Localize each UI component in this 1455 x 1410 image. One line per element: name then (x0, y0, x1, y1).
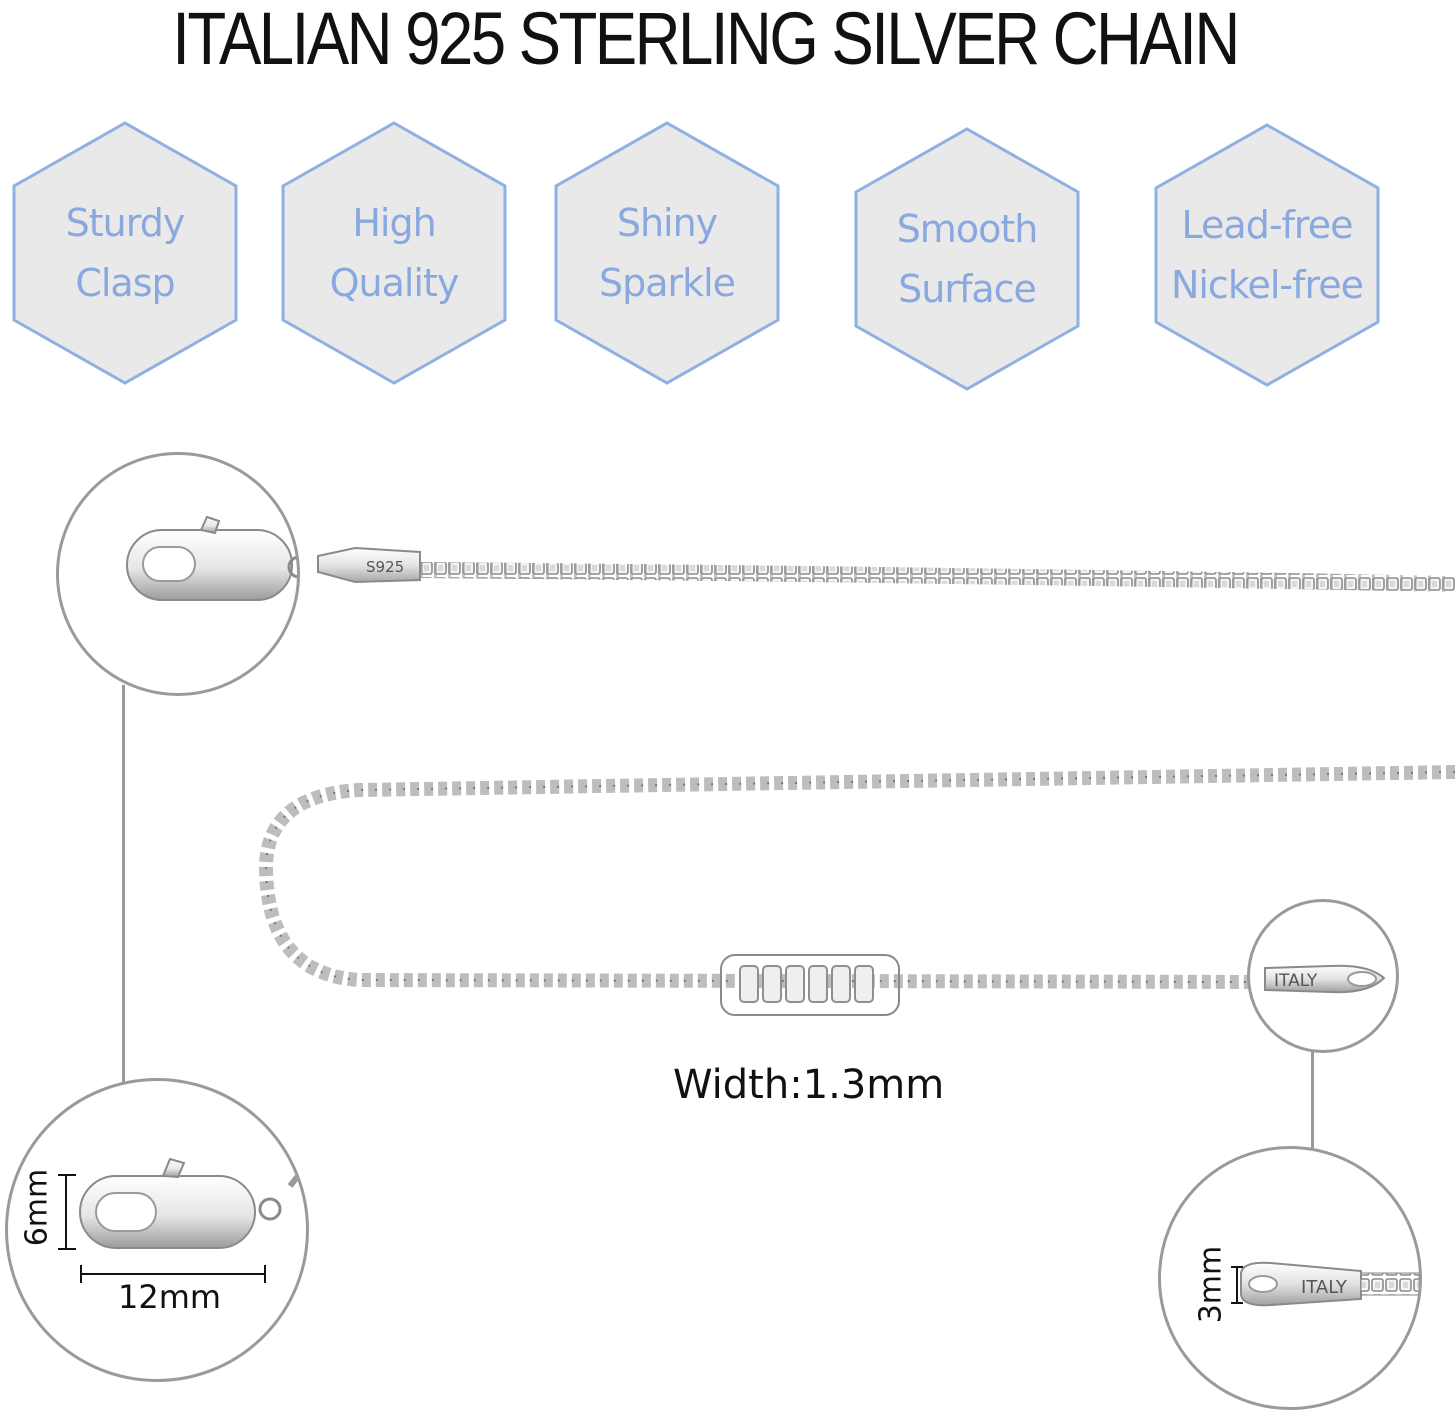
lobster-clasp-icon (126, 515, 297, 601)
feature-label: Lead-free Nickel-free (1153, 122, 1381, 388)
end-tag-measure-stamp-text: ITALY (1301, 1277, 1348, 1298)
clasp-height-label: 6mm (19, 1168, 55, 1247)
end-tag-icon: ITALY (1264, 964, 1386, 994)
end-tag-stamp-text: ITALY (1274, 971, 1318, 991)
feature-line-2: Nickel-free (1170, 263, 1364, 307)
feature-line-2: Clasp (75, 261, 175, 305)
page-title: ITALIAN 925 STERLING SILVER CHAIN (172, 0, 1240, 80)
clasp-zoom-circle (56, 452, 300, 696)
feature-line-1: Sturdy (65, 201, 186, 245)
feature-line-2: Surface (898, 267, 1037, 311)
feature-label: Shiny Sparkle (553, 120, 781, 386)
width-highlight-box (720, 954, 900, 1016)
tag-height-label: 3mm (1193, 1245, 1229, 1324)
hexagon-shape (281, 121, 507, 385)
feature-line-1: Smooth (896, 207, 1039, 251)
feature-hexagon-shiny-sparkle: Shiny Sparkle (553, 120, 781, 386)
feature-hexagon-smooth-surface: Smooth Surface (853, 126, 1081, 392)
end-tag-dimension-circle: ITALY (1158, 1146, 1422, 1410)
feature-label: Smooth Surface (853, 126, 1081, 392)
end-tag-measure-icon: ITALY (1231, 1261, 1419, 1307)
clasp-stamp-text: S925 (366, 558, 404, 576)
feature-label: High Quality (280, 120, 508, 386)
end-tag-zoom-circle: ITALY (1247, 899, 1399, 1053)
enlarged-links (739, 965, 874, 1003)
feature-label: Sturdy Clasp (11, 120, 239, 386)
lobster-clasp-measure-icon (58, 1157, 306, 1283)
width-label: Width:1.3mm (673, 1062, 945, 1108)
hexagon-shape (1154, 123, 1380, 387)
clasp-length-label: 12mm (118, 1278, 222, 1316)
feature-line-1: Lead-free (1181, 203, 1354, 247)
hexagon-shape (554, 121, 780, 385)
clasp-connector-line (122, 685, 125, 1085)
feature-hexagon-sturdy-clasp: Sturdy Clasp (11, 120, 239, 386)
feature-hexagon-lead-free-nickel-free: Lead-free Nickel-free (1153, 122, 1381, 388)
clasp-end-cap (317, 546, 421, 584)
hexagon-shape (854, 127, 1080, 391)
feature-line-2: Sparkle (598, 261, 736, 305)
feature-line-2: Quality (329, 261, 460, 305)
hexagon-shape (12, 121, 238, 385)
feature-line-1: Shiny (616, 201, 718, 245)
clasp-dimension-circle (5, 1078, 309, 1382)
tag-connector-line (1311, 1048, 1314, 1148)
feature-hexagon-high-quality: High Quality (280, 120, 508, 386)
chain-strand-bottom (258, 765, 1455, 989)
feature-line-1: High (352, 201, 436, 245)
